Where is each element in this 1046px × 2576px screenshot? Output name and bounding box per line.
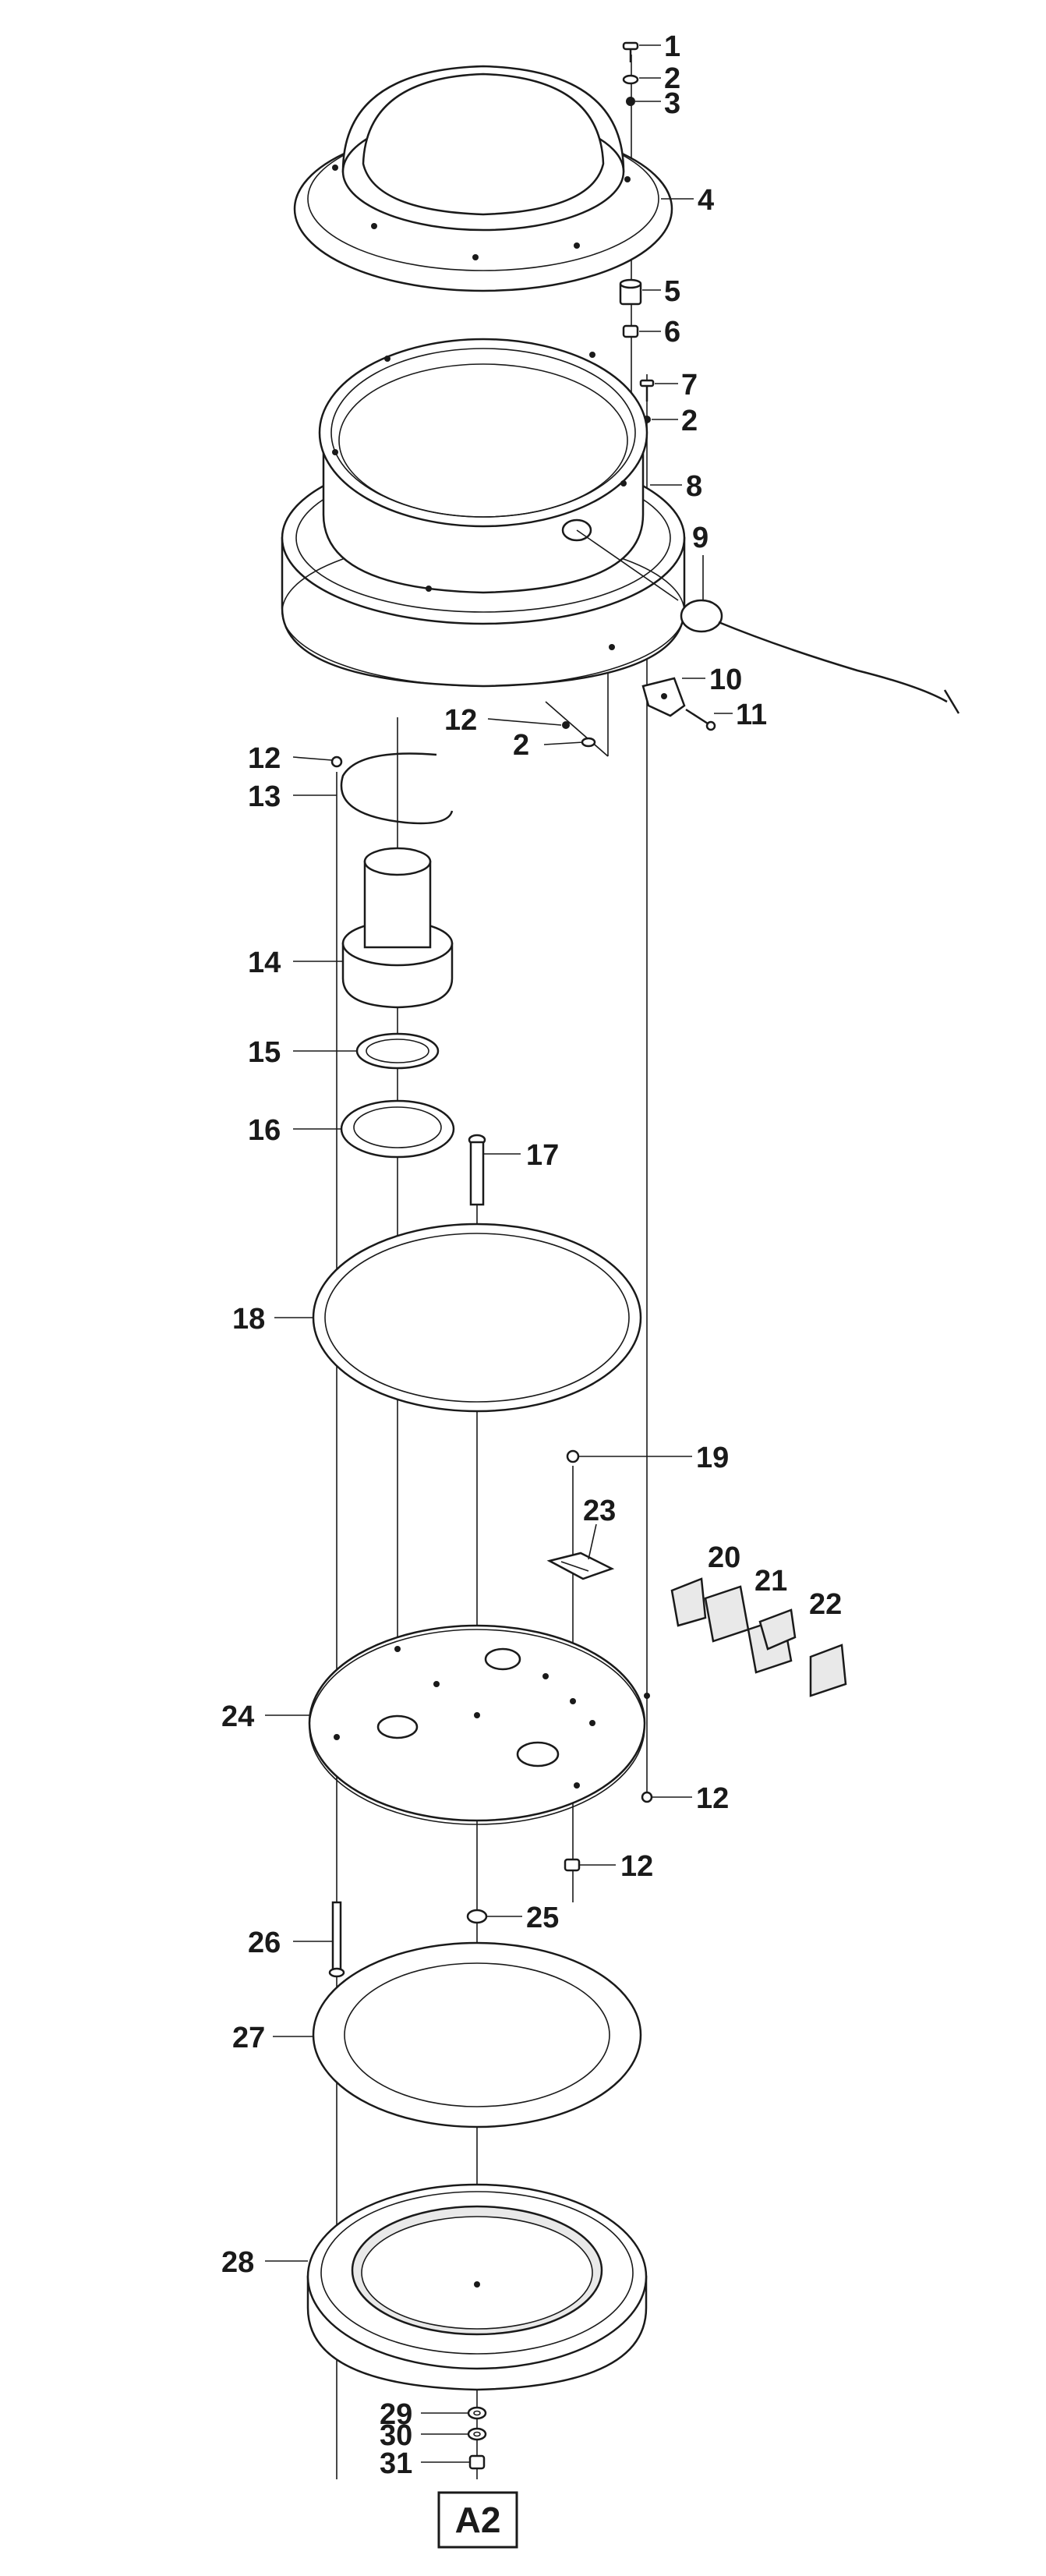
nut-part-12-bottom [564,1858,581,1872]
dome-cover-part-4 [293,65,673,292]
callout-21: 21 [754,1565,787,1598]
callout-12: 12 [696,1782,729,1815]
callout-1: 1 [664,30,680,63]
base-plate-part-24 [308,1624,650,1825]
screw-part-19 [566,1449,580,1463]
callout-7: 7 [681,369,698,402]
callout-24: 24 [221,1700,254,1733]
callout-31: 31 [380,2447,412,2480]
callout-11: 11 [736,699,767,731]
callout-2: 2 [664,62,680,95]
callout-3: 3 [664,87,680,120]
callout-5: 5 [664,275,680,308]
callout-20: 20 [708,1541,740,1574]
base-grille-part-28 [306,2183,648,2391]
callout-26: 26 [248,1927,281,1959]
callout-16: 16 [248,1114,281,1147]
callout-2: 2 [513,729,529,762]
nut-part-12-upper [562,721,570,729]
washer-part-30 [467,2427,487,2441]
nut-part-3 [626,97,635,106]
gasket-part-18 [312,1223,642,1413]
bolt-part-26 [328,1901,345,1978]
reference-label: A2 [455,2500,501,2540]
callout-12: 12 [248,742,281,775]
nut-part-25 [466,1909,488,1924]
callout-6: 6 [664,316,680,349]
terminal-block-part-21 [747,1608,797,1674]
housing-part-8 [281,338,686,688]
washer-part-2 [622,74,639,85]
callout-25: 25 [526,1902,559,1934]
ring-part-16 [340,1099,455,1159]
nut-part-6 [622,324,639,338]
washer-part-2-lower [581,737,596,748]
motor-part-14 [341,847,454,1009]
leader-lines [265,44,733,2463]
pin-part-17 [468,1134,486,1206]
washer-part-29 [467,2406,487,2420]
spacer-part-5 [619,278,642,306]
callout-4: 4 [698,184,714,217]
callout-18: 18 [232,1303,265,1336]
end-plate-part-22 [809,1644,847,1697]
callout-17: 17 [526,1139,559,1172]
nut-part-31 [468,2454,486,2470]
callout-15: 15 [248,1036,281,1069]
callout-19: 19 [696,1442,729,1474]
nut-part-12-left [330,755,343,768]
bracket-part-10 [641,677,686,717]
reference-box: A2 [437,2491,518,2549]
cable-part-9 [576,529,960,714]
circlip-part-13 [340,752,454,825]
callout-23: 23 [583,1495,616,1527]
callout-10: 10 [709,663,742,696]
callout-22: 22 [809,1588,842,1621]
nut-part-12-right [641,1791,653,1803]
callout-12: 12 [620,1850,653,1883]
callout-9: 9 [692,522,709,554]
screw-part-11 [685,708,716,731]
callout-29: 29 [380,2398,412,2431]
ring-part-15 [355,1032,440,1070]
callout-labels: 1 2 3 4 5 6 7 2 8 9 10 11 12 2 12 13 14 … [221,30,842,2480]
callout-27: 27 [232,2022,265,2054]
callout-14: 14 [248,947,281,979]
gasket-part-27 [312,1941,642,2128]
terminal-block-part-20 [670,1577,750,1643]
clip-part-23 [546,1552,615,1580]
callout-30: 30 [380,2419,412,2452]
callout-12: 12 [444,704,477,737]
callout-8: 8 [686,470,702,503]
screw-part-1 [622,41,639,62]
callout-28: 28 [221,2246,254,2279]
callout-2: 2 [681,405,698,437]
callout-13: 13 [248,780,281,813]
